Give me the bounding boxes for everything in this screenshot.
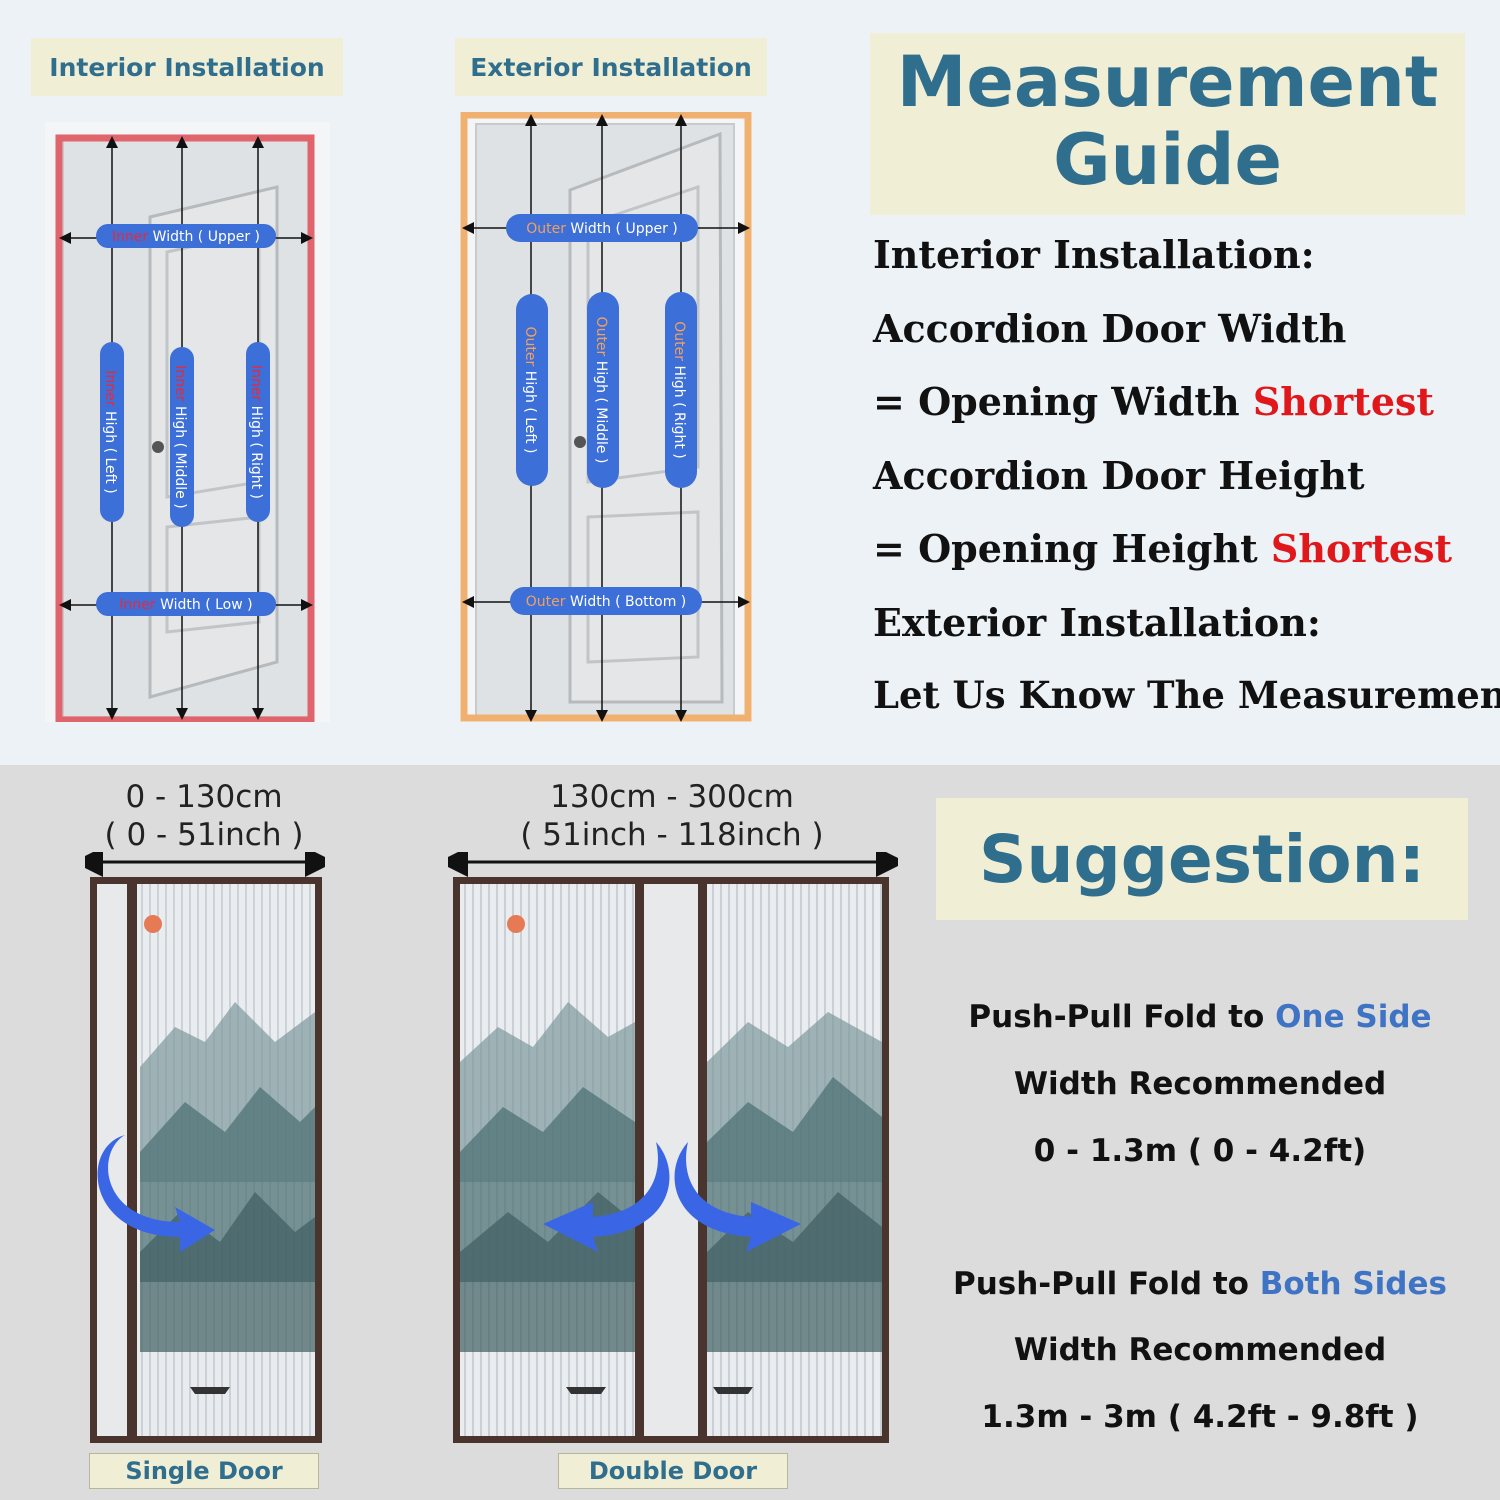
svg-text:Outer High ( Left ): Outer High ( Left ) <box>522 326 538 453</box>
svg-text:Inner High ( Right ): Inner High ( Right ) <box>248 365 264 499</box>
width-shortest-highlight: Shortest <box>1252 379 1434 424</box>
guide-width-heading: Accordion Door Width <box>873 306 1347 351</box>
double-right-boat <box>713 1387 753 1394</box>
single-door-width-label: 0 - 130cm ( 0 - 51inch ) <box>104 779 304 853</box>
single-door-caption: Single Door <box>89 1453 319 1489</box>
both-sides-recommended: Width Recommended <box>1013 1332 1387 1368</box>
svg-text:Outer Width ( Upper ): Outer Width ( Upper ) <box>526 221 678 237</box>
measurement-guide-title: Measurement Guide <box>870 33 1465 215</box>
svg-text:Outer High ( Middle ): Outer High ( Middle ) <box>593 317 609 464</box>
title-line-2: Guide <box>1053 119 1282 201</box>
double-door-left-bar <box>635 884 644 1436</box>
interior-width-upper-pill: Inner Width ( Upper ) <box>96 224 276 248</box>
single-boat <box>190 1387 230 1394</box>
suggestion-title: Suggestion: <box>936 798 1468 920</box>
one-side-recommended: Width Recommended <box>1013 1066 1387 1102</box>
both-sides-heading: Push-Pull Fold to Both Sides <box>953 1266 1447 1302</box>
double-door-right-bar <box>698 884 707 1436</box>
double-door-width-label: 130cm - 300cm ( 51inch - 118inch ) <box>520 779 824 853</box>
interior-door-knob <box>152 441 164 453</box>
double-left-boat <box>566 1387 606 1394</box>
interior-high-middle-pill: Inner High ( Middle ) <box>170 347 194 527</box>
title-line-1: Measurement <box>896 41 1439 123</box>
svg-text:Inner Width ( Low ): Inner Width ( Low ) <box>119 597 252 613</box>
double-sun <box>507 915 525 933</box>
exterior-high-left-pill: Outer High ( Left ) <box>516 294 548 486</box>
svg-text:Inner Width ( Upper ): Inner Width ( Upper ) <box>112 229 260 245</box>
height-shortest-highlight: Shortest <box>1270 526 1453 571</box>
interior-width-low-pill: Inner Width ( Low ) <box>96 592 276 616</box>
interior-high-left-pill: Inner High ( Left ) <box>100 342 124 522</box>
exterior-high-middle-pill: Outer High ( Middle ) <box>587 292 619 488</box>
exterior-width-bottom-pill: Outer Width ( Bottom ) <box>510 587 702 615</box>
svg-text:Outer High ( Right ): Outer High ( Right ) <box>671 321 687 459</box>
single-fold-arrow <box>97 1135 215 1252</box>
svg-text:Inner High ( Middle ): Inner High ( Middle ) <box>172 365 188 508</box>
double-right-fold-arrow <box>674 1142 801 1252</box>
both-sides-range: 1.3m - 3m ( 4.2ft - 9.8ft ) <box>981 1399 1419 1435</box>
double-door-caption: Double Door <box>558 1453 788 1489</box>
interior-high-right-pill: Inner High ( Right ) <box>246 342 270 522</box>
exterior-door-knob <box>574 436 586 448</box>
single-door-illustration <box>85 852 325 1443</box>
guide-width-rule: = Opening Width Shortest <box>873 379 1434 424</box>
exterior-installation-tag: Exterior Installation <box>455 38 767 96</box>
double-left-fold-arrow <box>543 1142 670 1252</box>
interior-installation-tag: Interior Installation <box>31 38 343 96</box>
interior-door-diagram: Inner Width ( Upper ) Inner Width ( Low … <box>45 122 330 722</box>
single-door-handle-bar <box>127 884 137 1436</box>
guide-height-rule: = Opening Height Shortest <box>873 526 1453 571</box>
guide-exterior-heading: Exterior Installation: <box>873 600 1321 645</box>
one-side-heading: Push-Pull Fold to One Side <box>968 999 1432 1035</box>
exterior-width-upper-pill: Outer Width ( Upper ) <box>506 214 698 242</box>
guide-exterior-note: Let Us Know The Measurements <box>873 673 1500 717</box>
guide-interior-heading: Interior Installation: <box>873 232 1315 277</box>
exterior-door-diagram: Outer Width ( Upper ) Outer Width ( Bott… <box>460 112 752 722</box>
single-sun <box>144 915 162 933</box>
one-side-highlight: One Side <box>1275 999 1432 1035</box>
guide-height-heading: Accordion Door Height <box>873 453 1365 498</box>
one-side-range: 0 - 1.3m ( 0 - 4.2ft) <box>1033 1133 1367 1169</box>
exterior-high-right-pill: Outer High ( Right ) <box>665 292 697 488</box>
svg-text:Inner High ( Left ): Inner High ( Left ) <box>102 370 118 494</box>
both-sides-highlight: Both Sides <box>1259 1266 1447 1302</box>
double-door-illustration <box>448 852 898 1443</box>
svg-text:Outer Width ( Bottom ): Outer Width ( Bottom ) <box>526 594 687 610</box>
